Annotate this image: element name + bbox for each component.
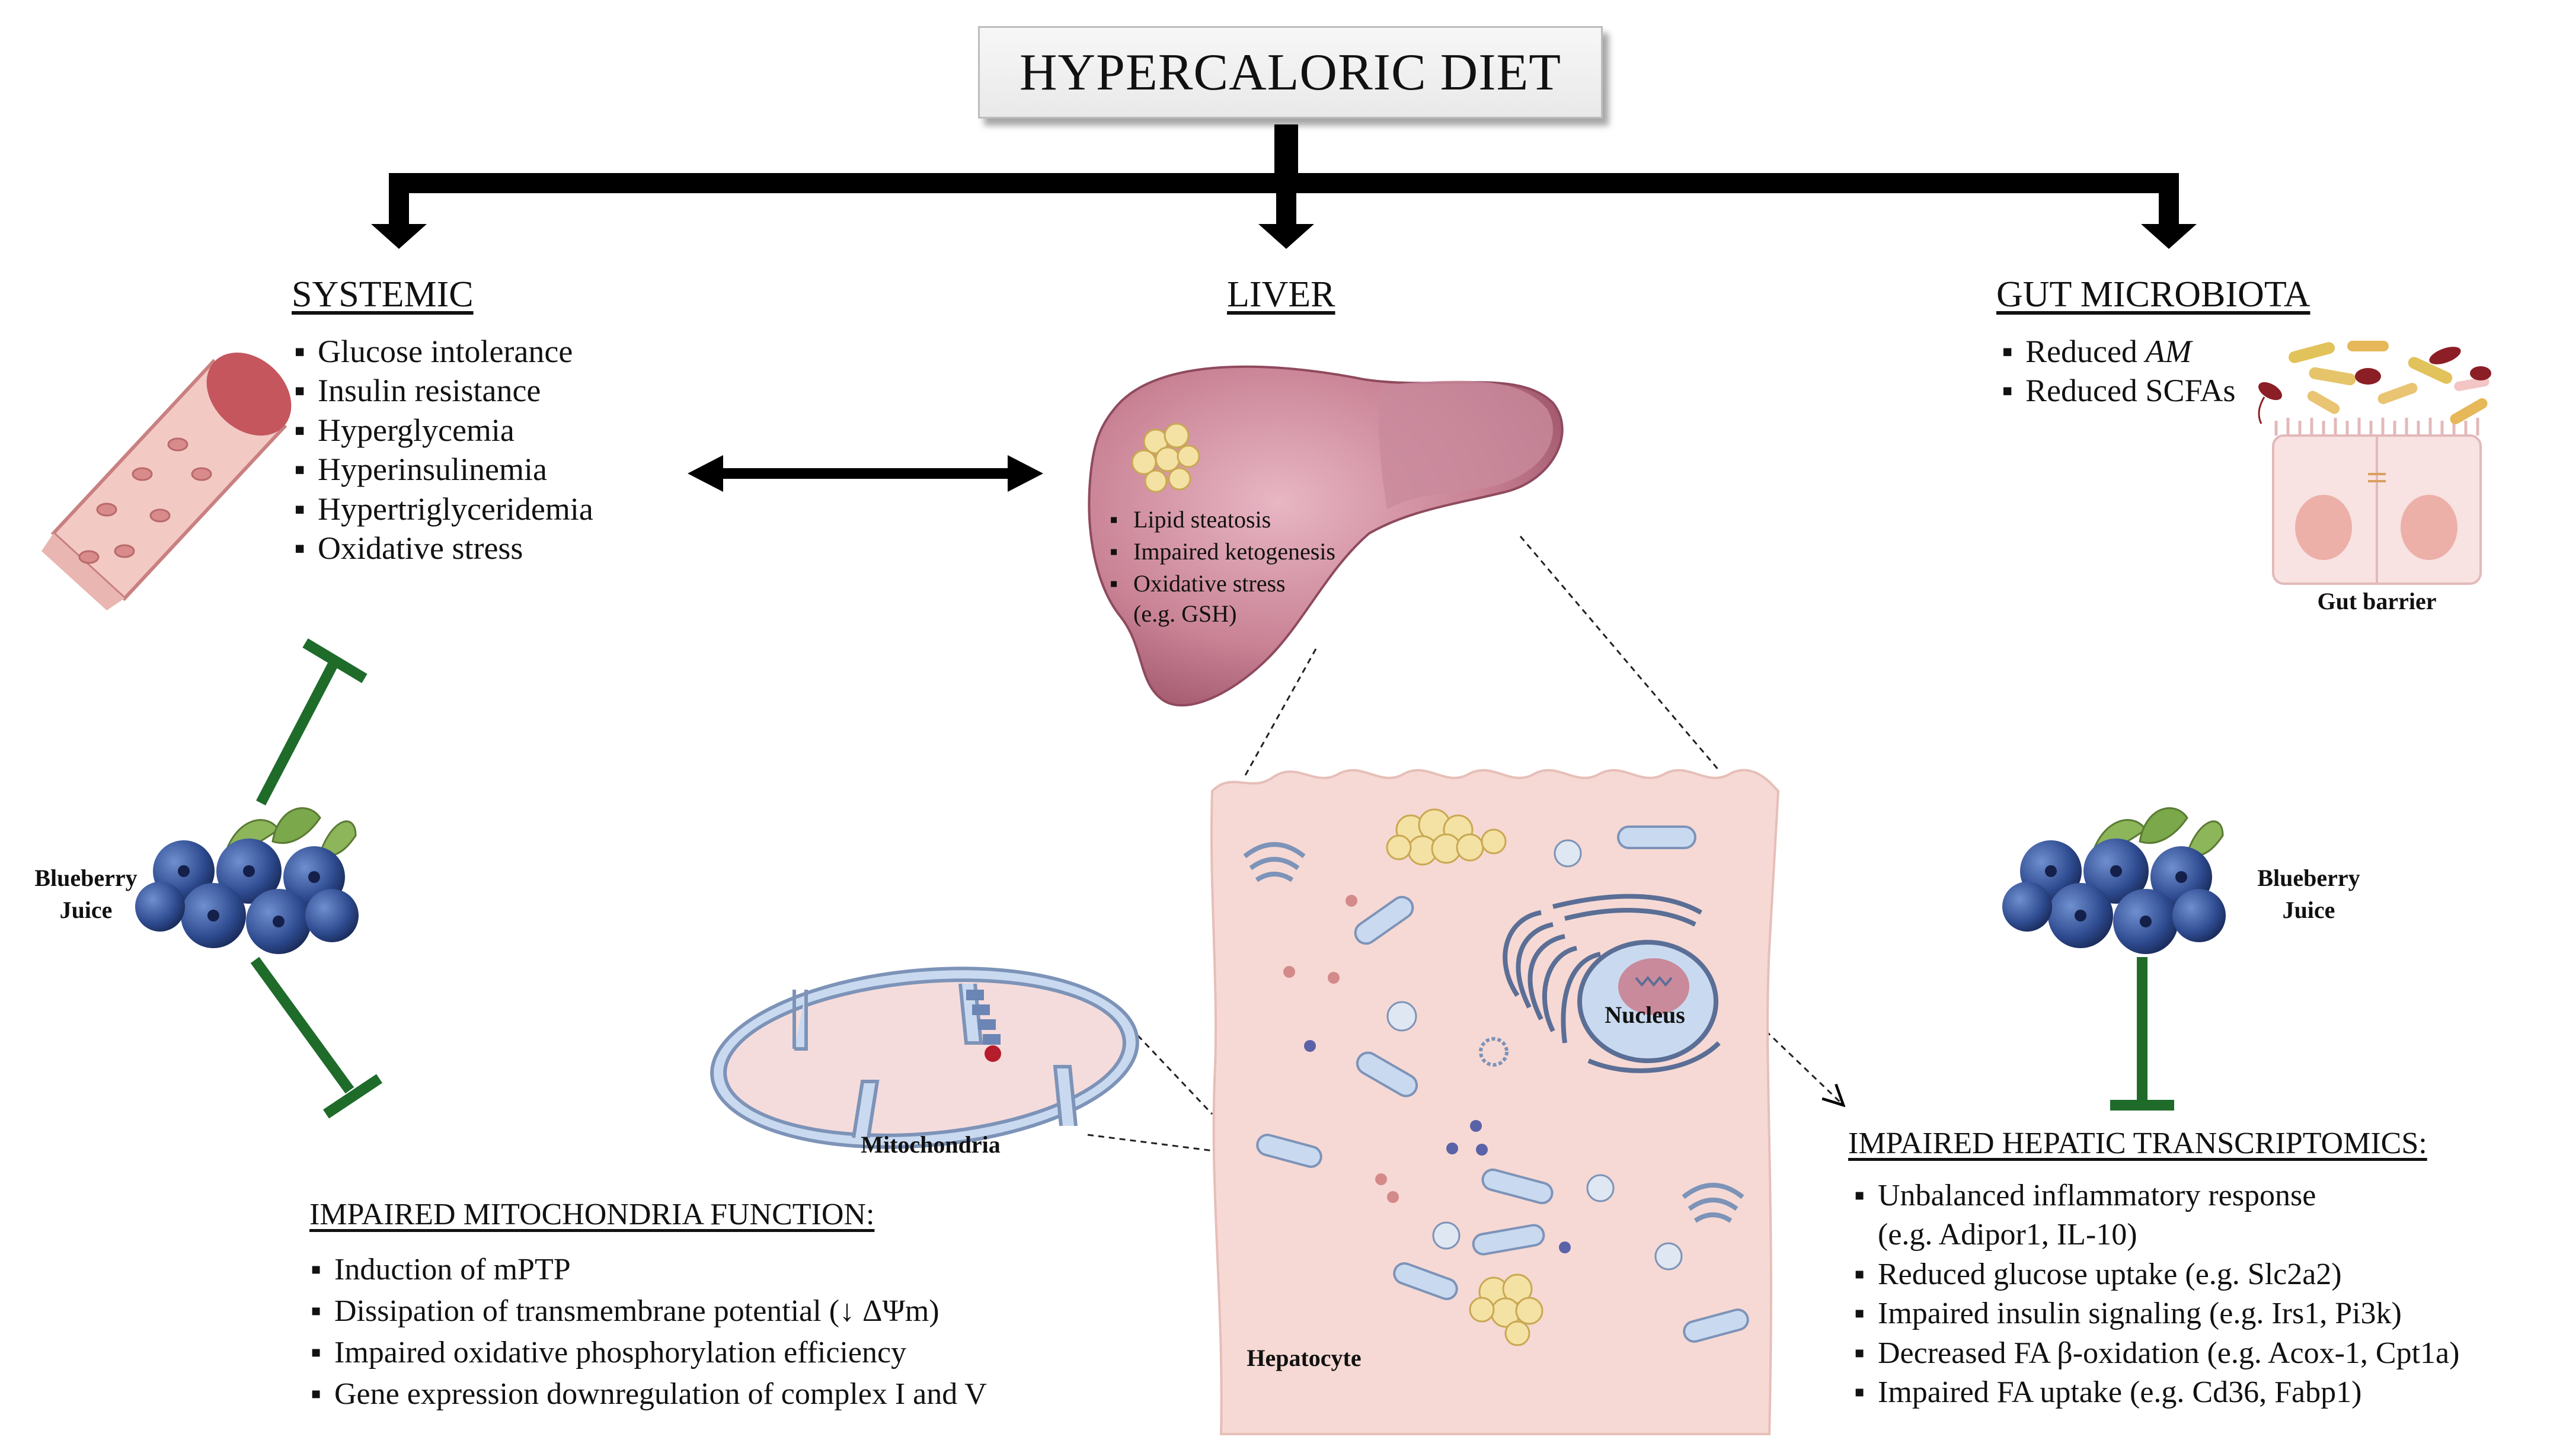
hepatocyte-label: Hepatocyte <box>1247 1345 1362 1371</box>
list-item-note: (e.g. Adipor1, IL-10) <box>1854 1215 2459 1255</box>
transcriptomics-heading: IMPAIRED HEPATIC TRANSCRIPTOMICS: <box>1848 1127 2427 1160</box>
list-item: Hypertriglyceridemia <box>294 489 593 529</box>
list-item: Reduced AM <box>2002 332 2236 372</box>
list-item: Impaired ketogenesis <box>1110 536 1335 568</box>
systemic-list: Glucose intolerance Insulin resistance H… <box>294 332 593 568</box>
list-item: Lipid steatosis <box>1110 504 1335 536</box>
list-item: Insulin resistance <box>294 371 593 411</box>
vesicle-icons <box>1283 839 1683 1271</box>
list-item: Reduced glucose uptake (e.g. Slc2a2) <box>1854 1255 2459 1295</box>
mito-list: Induction of mPTP Dissipation of transme… <box>311 1249 987 1415</box>
list-item: Oxidative stress <box>1110 568 1335 600</box>
fat-droplets-icon <box>1131 423 1200 493</box>
blood-vessel-icon <box>41 352 292 610</box>
diet-title: HYPERCALORIC DIET <box>978 26 1603 119</box>
list-item: Impaired FA uptake (e.g. Cd36, Fabp1) <box>1854 1373 2459 1413</box>
list-item: Impaired oxidative phosphorylation effic… <box>311 1332 987 1374</box>
blueberry-label-line: Juice <box>59 897 113 923</box>
list-item: Dissipation of transmembrane potential (… <box>311 1291 987 1332</box>
list-item: Induction of mPTP <box>311 1249 987 1291</box>
nucleus-icon <box>1577 940 1718 1063</box>
inhibit-transcriptomics-line <box>2110 957 2174 1111</box>
gut-barrier-label: Gut barrier <box>2317 588 2437 615</box>
list-item: Hyperglycemia <box>294 411 593 450</box>
inhibit-systemic-line <box>256 638 367 806</box>
gut-item-prefix: Reduced <box>2025 334 2146 369</box>
golgi-icon <box>1243 842 1744 1223</box>
transcriptomics-note: (e.g. Adipor1, IL-10) <box>1878 1218 2137 1252</box>
gut-item-italic: AM <box>2145 334 2192 369</box>
gut-barrier-icon <box>2272 418 2482 585</box>
transcriptomics-list: Unbalanced inflammatory response (e.g. A… <box>1854 1176 2459 1413</box>
double-headed-arrow <box>688 455 1043 492</box>
bacteria-icon <box>2258 341 2491 425</box>
blueberry-label-left: Blueberry Juice <box>12 862 160 926</box>
blueberry-label-line: Blueberry <box>2257 865 2360 891</box>
list-item: Decreased FA β-oxidation (e.g. Acox-1, C… <box>1854 1334 2459 1374</box>
liver-list: Lipid steatosis Impaired ketogenesis Oxi… <box>1110 504 1335 600</box>
gut-heading: GUT MICROBIOTA <box>1996 274 2310 315</box>
list-item: Impaired insulin signaling (e.g. Irs1, P… <box>1854 1294 2459 1334</box>
hepatocyte-cell <box>1210 769 1780 1435</box>
list-item: Reduced SCFAs <box>2002 371 2236 411</box>
mito-heading: IMPAIRED MITOCHONDRIA FUNCTION: <box>309 1198 875 1231</box>
mitochondrion-icon <box>710 967 1139 1149</box>
list-item: Glucose intolerance <box>294 332 593 372</box>
nucleus-label: Nucleus <box>1605 1001 1685 1028</box>
list-item: Gene expression downregulation of comple… <box>311 1374 987 1415</box>
endoplasmic-reticulum-icon <box>1503 894 1721 1073</box>
gut-list: Reduced AM Reduced SCFAs <box>2002 332 2236 411</box>
liver-note: (e.g. GSH) <box>1133 600 1237 627</box>
blueberry-icon-right <box>2002 807 2226 954</box>
lipid-droplet-icons <box>1386 808 1543 1346</box>
blueberry-label-line: Juice <box>2282 897 2335 923</box>
blueberry-icon-left <box>135 807 359 954</box>
mitochondrion-small-icons <box>1256 825 1749 1343</box>
blueberry-label-right: Blueberry Juice <box>2235 862 2383 926</box>
list-item: Hyperinsulinemia <box>294 450 593 489</box>
top-branch-arrows <box>371 124 2197 249</box>
liver-heading: LIVER <box>1227 274 1335 315</box>
inhibit-mito-line <box>250 956 382 1119</box>
list-item: Oxidative stress <box>294 529 593 568</box>
systemic-heading: SYSTEMIC <box>292 274 474 315</box>
mitochondria-label: Mitochondria <box>861 1131 1001 1158</box>
blueberry-label-line: Blueberry <box>34 865 138 891</box>
list-item: Unbalanced inflammatory response <box>1854 1176 2459 1216</box>
